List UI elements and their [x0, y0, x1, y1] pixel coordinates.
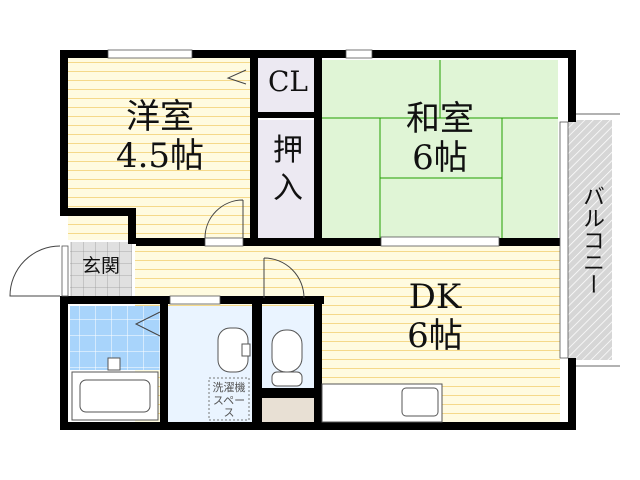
japanese-room-size: 6帖 — [412, 138, 468, 179]
entrance-label: 玄関 — [81, 255, 120, 277]
storage-floor — [262, 398, 314, 422]
dk-label: DK 6帖 — [375, 277, 495, 357]
laundry-space-label: 洗濯機スペース — [212, 381, 246, 420]
western-room-size: 4.5帖 — [115, 136, 205, 177]
dk-name: DK — [408, 277, 462, 317]
door-swings — [9, 69, 305, 337]
windows — [61, 49, 569, 359]
dk-size: 6帖 — [407, 316, 463, 357]
japanese-room-name: 和室 — [406, 99, 474, 139]
bathtub — [71, 357, 159, 421]
tatami-lines — [322, 60, 558, 238]
closet-label: CL — [267, 65, 309, 98]
western-room-label: 洋室 4.5帖 — [95, 97, 225, 177]
entrance-floor — [70, 242, 132, 296]
washbasin — [217, 327, 251, 373]
closet-floor — [258, 58, 318, 114]
laundry-space-outline — [208, 377, 250, 421]
japanese-room-label: 和室 6帖 — [375, 99, 505, 179]
balcony — [568, 113, 620, 367]
oshiire-label: 押入 — [273, 133, 303, 206]
toilet — [271, 329, 303, 387]
balcony-label: バルコニー — [579, 185, 604, 295]
oshiire-floor — [258, 120, 318, 238]
western-room-name: 洋室 — [126, 97, 194, 137]
kitchen-counter — [321, 383, 443, 423]
